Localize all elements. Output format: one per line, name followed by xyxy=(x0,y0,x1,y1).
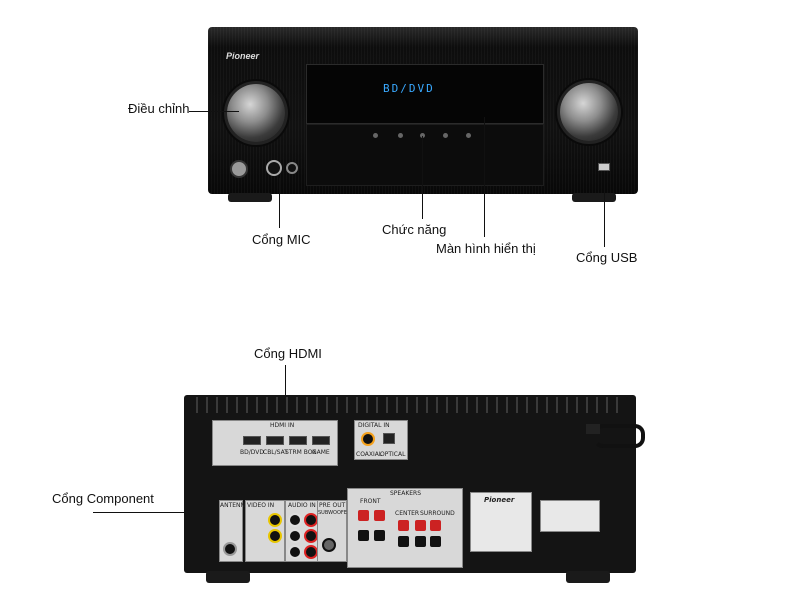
function-button[interactable] xyxy=(398,133,403,138)
adjust-leader-line xyxy=(189,111,239,112)
mic-jack[interactable] xyxy=(266,160,282,176)
volume-knob[interactable] xyxy=(227,84,285,142)
center-speaker-label: CENTER xyxy=(395,510,420,517)
headphone-jack[interactable] xyxy=(286,162,298,174)
video-jack-1[interactable] xyxy=(268,513,282,527)
rear-brand-logo: Pioneer xyxy=(484,496,515,504)
power-cord-plug xyxy=(586,424,600,434)
audio-in-title: AUDIO IN xyxy=(288,502,316,509)
usb-leader-line xyxy=(604,175,605,247)
hdmi-port-1[interactable] xyxy=(243,436,261,445)
function-button[interactable] xyxy=(420,133,425,138)
function-button[interactable] xyxy=(443,133,448,138)
function-buttons-panel xyxy=(306,124,544,186)
function-button[interactable] xyxy=(373,133,378,138)
hdmi-port-4[interactable] xyxy=(312,436,330,445)
hdmi-input-label: BD/DVD xyxy=(240,449,264,456)
front-speaker-terminal[interactable] xyxy=(358,530,369,541)
hdmi-input-label: CBL/SAT xyxy=(263,449,288,456)
usb-port[interactable] xyxy=(598,163,610,171)
surround-speaker-terminal[interactable] xyxy=(430,536,441,547)
power-cord xyxy=(593,424,645,448)
rear-vent xyxy=(196,397,620,413)
optical-port[interactable] xyxy=(383,433,395,444)
usb-port-label: Cổng USB xyxy=(576,250,638,265)
rear-foot-right xyxy=(566,571,610,583)
video-jack-2[interactable] xyxy=(268,529,282,543)
antenna-title: ANTENNA xyxy=(220,502,250,509)
subwoofer-panel xyxy=(317,500,347,562)
subwoofer-title: SUBWOOFER xyxy=(318,510,351,516)
center-speaker-terminal[interactable] xyxy=(398,536,409,547)
digital-in-panel xyxy=(354,420,408,460)
function-button[interactable] xyxy=(466,133,471,138)
subwoofer-jack[interactable] xyxy=(322,538,336,552)
surround-speaker-terminal[interactable] xyxy=(415,520,426,531)
standby-button[interactable] xyxy=(230,160,248,178)
front-speakers-label: FRONT xyxy=(360,498,381,505)
front-foot-right xyxy=(572,193,616,202)
audio-jack-red-2[interactable] xyxy=(304,529,318,543)
front-speaker-terminal[interactable] xyxy=(374,530,385,541)
hdmi-port-2[interactable] xyxy=(266,436,284,445)
hdmi-input-label: GAME xyxy=(312,449,330,456)
video-in-title: VIDEO IN xyxy=(247,502,275,509)
display-readout: BD/DVD xyxy=(383,82,435,95)
rating-label xyxy=(470,492,532,552)
coaxial-label: COAXIAL xyxy=(356,451,383,458)
function-label: Chức năng xyxy=(382,222,447,237)
brand-logo: Pioneer xyxy=(226,51,260,61)
component-port-label: Cổng Component xyxy=(52,491,154,506)
input-selector-knob[interactable] xyxy=(560,83,618,141)
optical-label: OPTICAL xyxy=(380,451,406,458)
front-foot-left xyxy=(228,193,272,202)
function-leader-line xyxy=(422,136,423,219)
adjust-label: Điều chỉnh xyxy=(128,101,190,116)
display-leader-line xyxy=(484,117,485,237)
front-speaker-terminal[interactable] xyxy=(374,510,385,521)
serial-label xyxy=(540,500,600,532)
speakers-title: SPEAKERS xyxy=(390,490,422,497)
display-label: Màn hình hiển thị xyxy=(436,241,536,256)
hdmi-input-label: STRM BOX xyxy=(285,449,317,456)
audio-jack-white-1[interactable] xyxy=(288,513,302,527)
audio-jack-red-3[interactable] xyxy=(304,545,318,559)
display-panel xyxy=(306,64,544,124)
audio-jack-white-3[interactable] xyxy=(288,545,302,559)
coaxial-jack[interactable] xyxy=(361,432,375,446)
pre-out-title: PRE OUT xyxy=(319,502,346,509)
front-speaker-terminal[interactable] xyxy=(358,510,369,521)
audio-jack-white-2[interactable] xyxy=(288,529,302,543)
surround-speakers-label: SURROUND xyxy=(420,510,455,517)
hdmi-port-label: Cổng HDMI xyxy=(254,346,322,361)
center-speaker-terminal[interactable] xyxy=(398,520,409,531)
component-leader-line xyxy=(93,512,205,513)
mic-port-label: Cổng MIC xyxy=(252,232,311,247)
fm-antenna-jack[interactable] xyxy=(223,542,237,556)
digital-in-title: DIGITAL IN xyxy=(358,422,390,429)
rear-foot-left xyxy=(206,571,250,583)
hdmi-port-3[interactable] xyxy=(289,436,307,445)
mic-leader-line xyxy=(279,178,280,228)
surround-speaker-terminal[interactable] xyxy=(415,536,426,547)
hdmi-section-title: HDMI IN xyxy=(270,422,295,429)
surround-speaker-terminal[interactable] xyxy=(430,520,441,531)
audio-jack-red-1[interactable] xyxy=(304,513,318,527)
